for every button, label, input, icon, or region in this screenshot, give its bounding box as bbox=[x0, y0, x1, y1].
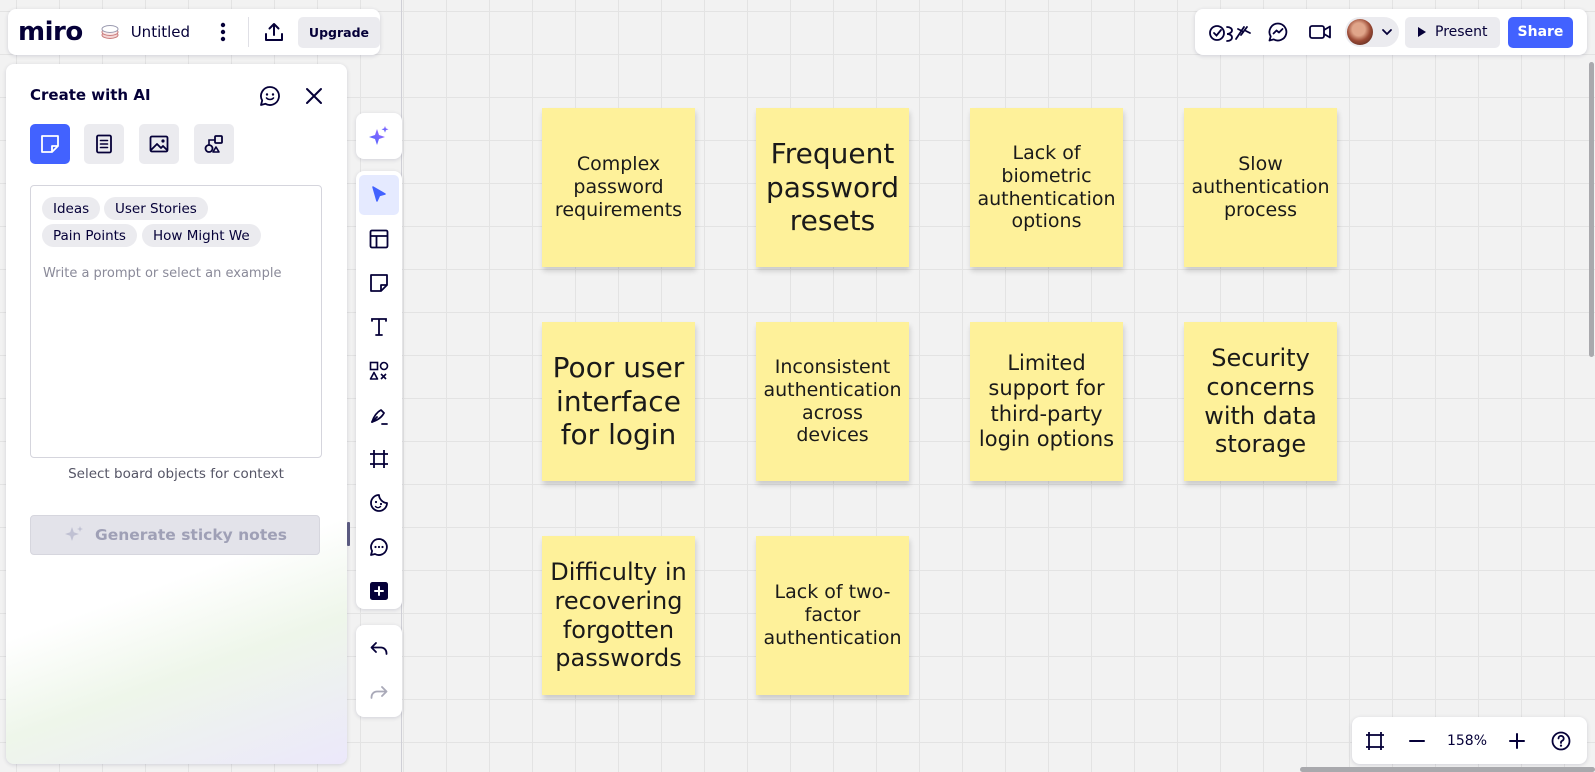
undo-icon bbox=[370, 642, 388, 655]
cursor-icon bbox=[372, 186, 386, 202]
sticky-note-icon bbox=[370, 274, 388, 292]
mode-image[interactable] bbox=[139, 124, 179, 164]
tool-select[interactable] bbox=[359, 175, 399, 215]
close-icon bbox=[306, 88, 322, 104]
sticky-note[interactable]: Security concerns with data storage bbox=[1184, 322, 1337, 481]
zoom-out-button[interactable] bbox=[1398, 722, 1436, 760]
plus-icon bbox=[1509, 732, 1525, 749]
collaboration-bar: Present Share bbox=[1195, 9, 1587, 55]
create-with-ai-panel: Create with AI bbox=[6, 64, 347, 764]
divider bbox=[247, 17, 249, 47]
close-button[interactable] bbox=[300, 82, 328, 110]
zoom-controls: 158% bbox=[1352, 717, 1587, 764]
sticky-note[interactable]: Slow authentication process bbox=[1184, 108, 1337, 267]
tool-text[interactable] bbox=[359, 307, 399, 347]
tool-comment[interactable] bbox=[359, 527, 399, 567]
sticky-note[interactable]: Limited support for third-party login op… bbox=[970, 322, 1123, 481]
chip-how-might-we[interactable]: How Might We bbox=[142, 224, 261, 247]
frame-fit-icon bbox=[1366, 731, 1384, 750]
tool-pen[interactable] bbox=[359, 395, 399, 435]
feedback-button[interactable] bbox=[256, 82, 284, 110]
upgrade-button[interactable]: Upgrade bbox=[297, 16, 380, 48]
avatar bbox=[1347, 19, 1373, 45]
horizontal-scrollbar[interactable] bbox=[1300, 767, 1595, 772]
pen-icon bbox=[371, 409, 388, 425]
frame-icon bbox=[370, 450, 388, 468]
sticky-note[interactable]: Difficulty in recovering forgotten passw… bbox=[542, 536, 695, 695]
redo-button[interactable] bbox=[359, 673, 399, 713]
miro-logo[interactable]: miro bbox=[18, 17, 83, 47]
chat-icon bbox=[1268, 22, 1288, 42]
image-icon bbox=[149, 135, 169, 153]
board-header: miro Untitled Upgrade bbox=[8, 9, 380, 55]
help-button[interactable] bbox=[1542, 722, 1580, 760]
present-button[interactable]: Present bbox=[1405, 16, 1500, 48]
sticky-note[interactable]: Inconsistent authentication across devic… bbox=[756, 322, 909, 481]
sticky-note[interactable]: Poor user interface for login bbox=[542, 322, 695, 481]
tool-shapes[interactable] bbox=[359, 351, 399, 391]
board-menu-button[interactable] bbox=[208, 17, 238, 47]
chip-ideas[interactable]: Ideas bbox=[42, 197, 101, 220]
reactions-icon bbox=[1209, 25, 1251, 42]
chevron-down-icon bbox=[1382, 29, 1392, 36]
context-hint: Select board objects for context bbox=[68, 466, 284, 482]
comment-icon bbox=[370, 538, 388, 556]
sticky-note[interactable]: Lack of two-factor authentication bbox=[756, 536, 909, 695]
upload-icon bbox=[265, 23, 284, 41]
text-icon bbox=[371, 318, 387, 336]
vertical-scrollbar[interactable] bbox=[1589, 62, 1594, 357]
video-call-button[interactable] bbox=[1301, 13, 1339, 51]
play-icon bbox=[1418, 27, 1426, 37]
more-vertical-icon bbox=[220, 22, 225, 42]
sticky-note[interactable]: Complex password requirements bbox=[542, 108, 695, 267]
sticky-note[interactable]: Frequent password resets bbox=[756, 108, 909, 267]
creation-toolbar bbox=[356, 171, 402, 609]
export-button[interactable] bbox=[257, 14, 292, 50]
minus-icon bbox=[1409, 739, 1425, 742]
sticky-note-icon bbox=[41, 135, 59, 153]
sparkle-icon bbox=[65, 526, 83, 541]
prompt-box: Ideas User Stories Pain Points How Might… bbox=[30, 185, 322, 458]
prompt-input[interactable] bbox=[43, 266, 308, 281]
chat-button[interactable] bbox=[1259, 13, 1297, 51]
diagram-icon bbox=[204, 135, 223, 153]
tool-more-apps[interactable] bbox=[359, 571, 399, 611]
chip-pain-points[interactable]: Pain Points bbox=[42, 224, 137, 247]
sticky-note[interactable]: Lack of biometric authentication options bbox=[970, 108, 1123, 267]
undo-button[interactable] bbox=[359, 629, 399, 669]
shapes-icon bbox=[369, 361, 389, 380]
feedback-smile-icon bbox=[260, 86, 280, 106]
templates-icon bbox=[369, 229, 389, 249]
mode-sticky-notes[interactable] bbox=[30, 124, 70, 164]
mode-document[interactable] bbox=[84, 124, 124, 164]
document-icon bbox=[96, 134, 112, 154]
generate-label: Generate sticky notes bbox=[95, 526, 287, 544]
zoom-level[interactable]: 158% bbox=[1446, 732, 1488, 749]
tool-sticky-note[interactable] bbox=[359, 263, 399, 303]
video-icon bbox=[1309, 25, 1331, 39]
reactions-button[interactable] bbox=[1205, 13, 1255, 51]
board-icon[interactable] bbox=[99, 21, 121, 43]
plus-square-icon bbox=[370, 582, 388, 600]
user-menu[interactable] bbox=[1345, 17, 1399, 47]
fit-to-screen-button[interactable] bbox=[1356, 722, 1394, 760]
share-button[interactable]: Share bbox=[1507, 16, 1574, 48]
redo-icon bbox=[370, 686, 388, 699]
tool-frame[interactable] bbox=[359, 439, 399, 479]
tool-templates[interactable] bbox=[359, 219, 399, 259]
history-toolbar bbox=[356, 625, 402, 717]
panel-resize-handle[interactable] bbox=[347, 522, 350, 546]
help-icon bbox=[1551, 731, 1571, 750]
generate-sticky-notes-button[interactable]: Generate sticky notes bbox=[30, 515, 320, 555]
tool-stickers[interactable] bbox=[359, 483, 399, 523]
mode-diagram[interactable] bbox=[194, 124, 234, 164]
present-label: Present bbox=[1435, 24, 1488, 40]
board-title[interactable]: Untitled bbox=[130, 23, 191, 41]
zoom-in-button[interactable] bbox=[1498, 722, 1536, 760]
chip-user-stories[interactable]: User Stories bbox=[104, 197, 208, 220]
ai-sparkle-icon bbox=[369, 126, 389, 145]
panel-title: Create with AI bbox=[30, 86, 151, 104]
ai-tool-button[interactable] bbox=[356, 113, 402, 159]
sticker-icon bbox=[370, 494, 388, 512]
